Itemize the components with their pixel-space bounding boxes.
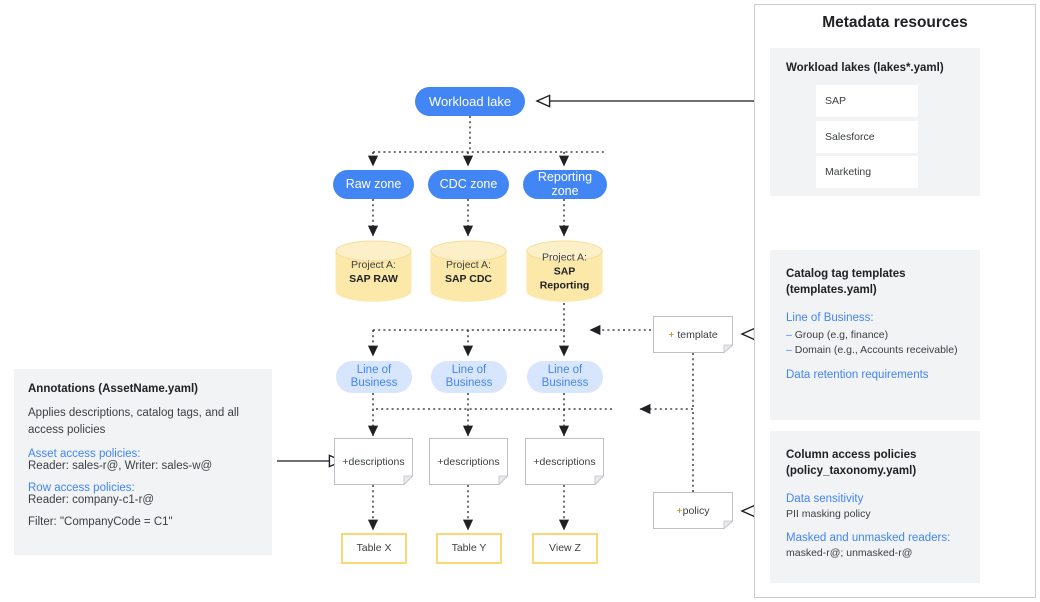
annotations-panel: Annotations (AssetName.yaml) Applies des…	[14, 369, 272, 555]
line-of-business-label: Line of Business:	[786, 312, 874, 325]
cylinder-shape	[335, 240, 412, 302]
row-access-policies-label: Row access policies:	[28, 482, 135, 495]
note-label: +descriptions	[533, 455, 596, 468]
templates-heading-file: (templates.yaml)	[786, 284, 877, 297]
node-table-y[interactable]: Table Y	[436, 533, 502, 564]
row-access-policies-value: Reader: company-c1-r@	[28, 494, 155, 507]
annotations-body: Applies descriptions, catalog tags, and …	[28, 407, 239, 436]
node-descriptions-1[interactable]: +descriptions	[334, 438, 414, 486]
lake-item-sap[interactable]: SAP	[816, 85, 918, 117]
node-template-note[interactable]: + template	[653, 316, 734, 354]
note-shape	[525, 438, 605, 486]
node-project-sap-reporting[interactable]: Project A: SAP Reporting	[526, 240, 603, 303]
note-shape	[334, 438, 414, 486]
node-descriptions-3[interactable]: +descriptions	[525, 438, 605, 486]
cylinder-shape	[430, 240, 507, 302]
asset-access-policies-value: Reader: sales-r@, Writer: sales-w@	[28, 460, 213, 473]
node-cdc-zone[interactable]: CDC zone	[428, 170, 509, 199]
node-table-x[interactable]: Table X	[341, 533, 407, 564]
note-label: + template	[668, 328, 718, 341]
column-access-policies-section: Column access policies (policy_taxonomy.…	[770, 431, 980, 583]
node-line-of-business-2[interactable]: Line of Business	[431, 361, 507, 393]
masked-readers-label: Masked and unmasked readers:	[786, 532, 951, 545]
annotations-heading: Annotations (AssetName.yaml)	[28, 383, 198, 395]
node-line-of-business-3[interactable]: Line of Business	[527, 361, 603, 393]
project-label: Project A: SAP Reporting	[539, 251, 590, 292]
node-reporting-zone[interactable]: Reporting zone	[523, 170, 607, 199]
asset-access-policies-label: Asset access policies:	[28, 448, 141, 461]
templates-bullet-domain: – Domain (e.g., Accounts receivable)	[786, 344, 958, 357]
node-raw-zone[interactable]: Raw zone	[333, 170, 414, 199]
data-sensitivity-label: Data sensitivity	[786, 493, 864, 506]
lake-item-salesforce[interactable]: Salesforce	[816, 121, 918, 153]
workload-lakes-heading: Workload lakes (lakes*.yaml)	[786, 62, 944, 74]
templates-heading: Catalog tag templates	[786, 268, 906, 280]
lake-item-marketing[interactable]: Marketing	[816, 156, 918, 188]
node-workload-lake[interactable]: Workload lake	[415, 87, 525, 116]
cylinder-shape	[526, 240, 603, 302]
templates-bullet-group: – Group (e.g, finance)	[786, 329, 889, 342]
node-line-of-business-1[interactable]: Line of Business	[336, 361, 412, 393]
note-shape	[653, 492, 734, 530]
note-label: +descriptions	[342, 455, 405, 468]
project-label: Project A: SAP RAW	[349, 258, 398, 285]
data-retention-label: Data retention requirements	[786, 369, 929, 382]
project-label: Project A: SAP CDC	[444, 258, 493, 285]
data-sensitivity-value: PII masking policy	[786, 508, 871, 521]
node-policy-note[interactable]: +policy	[653, 492, 734, 530]
panel-title: Metadata resources	[822, 14, 968, 31]
catalog-tag-templates-section: Catalog tag templates (templates.yaml) L…	[770, 250, 980, 420]
note-shape	[429, 438, 509, 486]
note-label: +policy	[676, 504, 710, 517]
node-project-sap-raw[interactable]: Project A: SAP RAW	[335, 240, 412, 303]
note-label: +descriptions	[437, 455, 500, 468]
policies-heading: Column access policies	[786, 449, 917, 461]
note-shape	[653, 316, 734, 354]
policies-heading-file: (policy_taxonomy.yaml)	[786, 465, 917, 478]
node-descriptions-2[interactable]: +descriptions	[429, 438, 509, 486]
row-filter-value: Filter: "CompanyCode = C1"	[28, 516, 173, 529]
masked-readers-value: masked-r@; unmasked-r@	[786, 547, 913, 560]
node-view-z[interactable]: View Z	[532, 533, 598, 564]
node-project-sap-cdc[interactable]: Project A: SAP CDC	[430, 240, 507, 303]
